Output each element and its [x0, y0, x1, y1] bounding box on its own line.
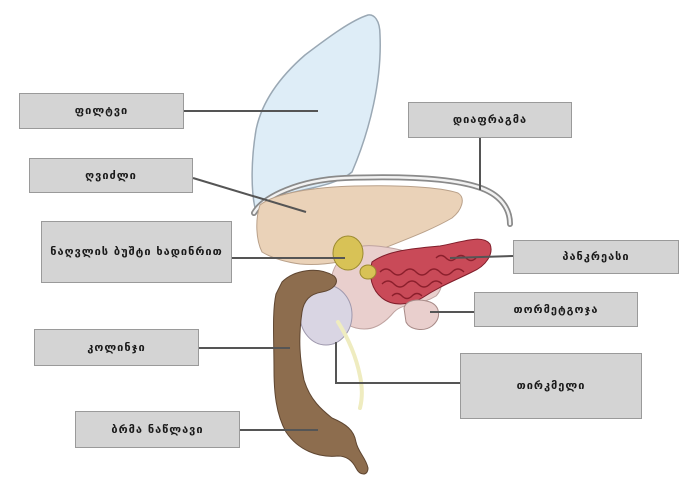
label-lung: ფილტვი — [19, 93, 184, 129]
label-colon: კოლინჯი — [34, 329, 199, 366]
ureter-shape — [336, 320, 364, 410]
gallbladder-shape — [332, 235, 364, 271]
label-duodenum: თორმეტგოჯა — [474, 292, 638, 327]
leader-line-liver — [192, 177, 307, 213]
liver-shape — [256, 185, 463, 265]
leader-line-kidney — [335, 342, 460, 384]
leader-line-pancreas — [449, 255, 514, 259]
colon-shape — [273, 269, 369, 475]
label-diaphragm: დიაფრაგმა — [408, 102, 572, 138]
label-kidney: თირკმელი — [460, 353, 642, 419]
label-pancreas: პანკრეასი — [513, 240, 679, 274]
duodenum-shape — [403, 299, 439, 330]
label-appendix: ბრმა ნაწლავი — [75, 411, 240, 448]
label-gallbladder: ნაღვლის ბუშტი ხადინრით — [41, 221, 232, 283]
leader-lines — [184, 110, 514, 431]
label-liver: ღვიძლი — [29, 158, 193, 193]
